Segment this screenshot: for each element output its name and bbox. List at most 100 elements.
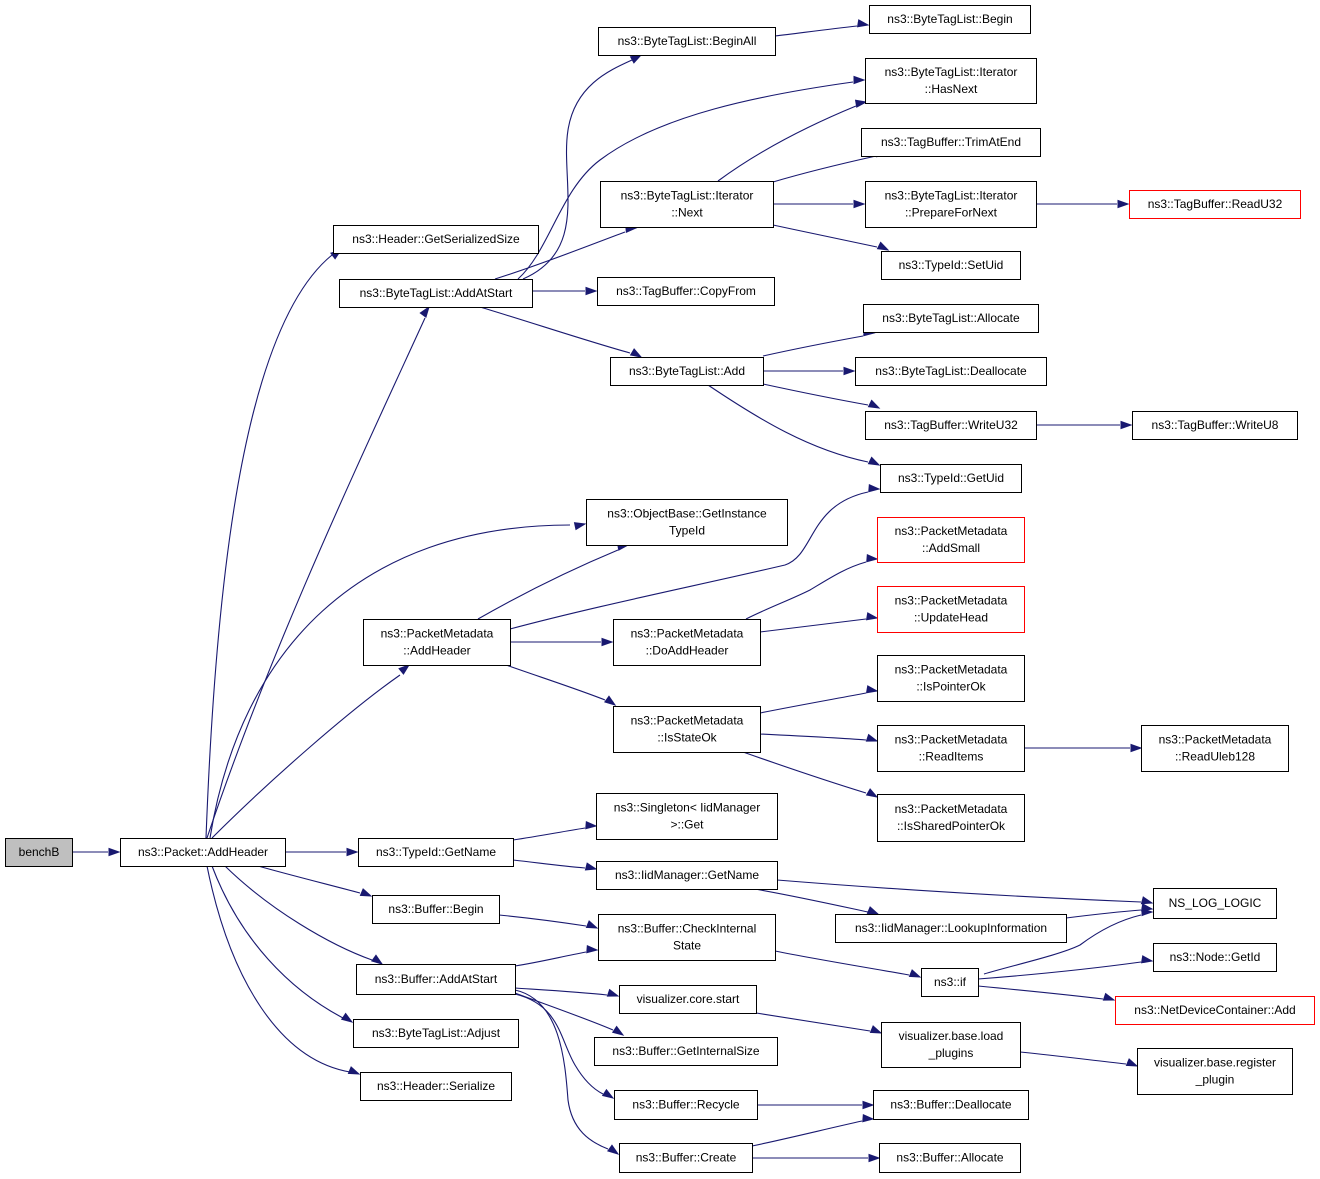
arrowhead-icon <box>629 348 643 358</box>
node-box <box>1115 996 1315 1025</box>
node-label: _plugin <box>1195 1073 1235 1087</box>
node-label: ::IsPointerOk <box>916 680 986 694</box>
node-pm_addsmall[interactable]: ns3::PacketMetadata::AddSmall <box>877 517 1025 563</box>
node-iidmanager_lookup[interactable]: ns3::IidManager::LookupInformation <box>835 914 1067 943</box>
arrowhead-icon <box>853 75 866 85</box>
node-label: ns3::TypeId::GetUid <box>898 471 1004 485</box>
arrowhead-icon <box>340 1012 354 1023</box>
node-iterator_hasnext[interactable]: ns3::ByteTagList::Iterator::HasNext <box>865 58 1037 104</box>
edge-pm_isstateok-to-pm_issharedpointerok <box>742 751 879 798</box>
node-singleton_get[interactable]: ns3::Singleton< IidManager>::Get <box>596 793 778 840</box>
node-pm_readuleb128[interactable]: ns3::PacketMetadata::ReadUleb128 <box>1141 725 1289 772</box>
arrowhead-icon <box>865 788 879 798</box>
node-buffer_allocate[interactable]: ns3::Buffer::Allocate <box>879 1143 1021 1173</box>
edge-packet_addheader-to-buffer_addatstart <box>224 865 384 965</box>
node-label: benchB <box>19 845 60 859</box>
edge-line <box>517 81 854 280</box>
node-label: State <box>673 939 701 953</box>
arrowhead-icon <box>573 522 587 531</box>
node-node_getid[interactable]: ns3::Node::GetId <box>1153 943 1277 972</box>
arrowhead-icon <box>1140 955 1154 964</box>
node-buffer_recycle[interactable]: ns3::Buffer::Recycle <box>614 1090 758 1120</box>
node-buffer_deallocate[interactable]: ns3::Buffer::Deallocate <box>873 1090 1029 1120</box>
node-bytetaglist_beginall[interactable]: ns3::ByteTagList::BeginAll <box>598 27 776 56</box>
node-buffer_create[interactable]: ns3::Buffer::Create <box>619 1143 753 1173</box>
node-tagbuffer_writeu8[interactable]: ns3::TagBuffer::WriteU8 <box>1132 411 1298 440</box>
edge-iterator_next-to-typeid_setuid <box>772 224 890 251</box>
node-label: visualizer.core.start <box>637 992 740 1006</box>
node-bytetaglist_adjust[interactable]: ns3::ByteTagList::Adjust <box>353 1019 519 1048</box>
node-pm_addheader[interactable]: ns3::PacketMetadata::AddHeader <box>363 619 511 666</box>
node-tagbuffer_trimatend[interactable]: ns3::TagBuffer::TrimAtEnd <box>861 128 1041 157</box>
node-box <box>598 27 776 56</box>
arrowhead-icon <box>869 1025 883 1034</box>
node-iterator_prepare[interactable]: ns3::ByteTagList::Iterator::PrepareForNe… <box>865 181 1037 228</box>
node-bytetaglist_add[interactable]: ns3::ByteTagList::Add <box>610 357 764 386</box>
node-ns3_if[interactable]: ns3::if <box>921 968 979 997</box>
edge-line <box>1065 909 1142 919</box>
edge-line <box>211 865 344 1019</box>
node-label: ns3::ByteTagList::Iterator <box>885 189 1018 203</box>
node-buffer_addatstart[interactable]: ns3::Buffer::AddAtStart <box>356 964 516 995</box>
edge-line <box>505 664 606 701</box>
node-typeid_setuid[interactable]: ns3::TypeId::SetUid <box>881 251 1021 280</box>
node-benchB[interactable]: benchB <box>5 838 73 867</box>
edge-bytetaglist_addatstart-to-tagbuffer_copyfrom <box>532 286 598 296</box>
arrowhead-icon <box>1130 743 1143 753</box>
node-pm_doaddheader[interactable]: ns3::PacketMetadata::DoAddHeader <box>613 619 761 666</box>
node-visualizer_base_register_plugin[interactable]: visualizer.base.register _plugin <box>1137 1048 1293 1095</box>
node-tagbuffer_copyfrom[interactable]: ns3::TagBuffer::CopyFrom <box>597 277 775 306</box>
arrowhead-icon <box>1117 199 1130 209</box>
node-box <box>865 411 1037 440</box>
node-pm_readitems[interactable]: ns3::PacketMetadata::ReadItems <box>877 725 1025 772</box>
arrowhead-icon <box>586 944 599 954</box>
arrowhead-icon <box>347 1066 361 1075</box>
node-visualizer_base_load_plugins[interactable]: visualizer.base.load_plugins <box>881 1022 1021 1068</box>
node-pm_issharedpointerok[interactable]: ns3::PacketMetadata::IsSharedPointerOk <box>877 794 1025 842</box>
node-header_getserializedsize[interactable]: ns3::Header::GetSerializedSize <box>333 225 539 254</box>
node-bytetaglist_addatstart[interactable]: ns3::ByteTagList::AddAtStart <box>339 279 533 308</box>
node-pm_updatehead[interactable]: ns3::PacketMetadata::UpdateHead <box>877 586 1025 633</box>
node-tagbuffer_writeu32[interactable]: ns3::TagBuffer::WriteU32 <box>865 411 1037 440</box>
edge-packet_addheader-to-buffer_begin <box>257 865 373 897</box>
node-iidmanager_getname[interactable]: ns3::IidManager::GetName <box>596 861 778 890</box>
node-label: ::ReadUleb128 <box>1175 750 1255 764</box>
edge-line <box>717 105 857 182</box>
edge-buffer_create-to-buffer_deallocate <box>751 1113 875 1147</box>
node-buffer_begin[interactable]: ns3::Buffer::Begin <box>372 895 500 924</box>
edge-pm_readitems-to-pm_readuleb128 <box>1024 743 1143 753</box>
node-typeid_getname[interactable]: ns3::TypeId::GetName <box>358 838 514 867</box>
edge-buffer_addatstart-to-buffer_recycle <box>514 993 615 1099</box>
node-netdevicecontainer_add[interactable]: ns3::NetDeviceContainer::Add <box>1115 996 1315 1025</box>
edge-line <box>762 335 864 357</box>
node-tagbuffer_readu32[interactable]: ns3::TagBuffer::ReadU32 <box>1129 190 1301 219</box>
node-label: ns3::Buffer::Recycle <box>632 1098 739 1112</box>
node-box <box>356 964 516 995</box>
node-box <box>333 225 539 254</box>
edge-line <box>257 865 361 894</box>
node-label: visualizer.base.register <box>1154 1056 1276 1070</box>
node-bytetaglist_deallocate[interactable]: ns3::ByteTagList::Deallocate <box>855 357 1047 386</box>
arrowhead-icon <box>854 99 868 108</box>
node-ns_log_logic[interactable]: NS_LOG_LOGIC <box>1153 888 1277 919</box>
arrowhead-icon <box>865 685 879 694</box>
node-box <box>865 181 1037 228</box>
node-bytetaglist_allocate[interactable]: ns3::ByteTagList::Allocate <box>863 304 1039 333</box>
node-box <box>835 914 1067 943</box>
node-iterator_next[interactable]: ns3::ByteTagList::Iterator::Next <box>600 181 774 228</box>
edge-packet_addheader-to-bytetaglist_addatstart <box>206 305 430 839</box>
node-label: ::DoAddHeader <box>646 644 729 658</box>
node-buffer_getinternalsize[interactable]: ns3::Buffer::GetInternalSize <box>594 1037 778 1066</box>
node-pm_isstateok[interactable]: ns3::PacketMetadata::IsStateOk <box>613 706 761 753</box>
edge-typeid_getname-to-iidmanager_getname <box>512 859 598 871</box>
node-label: ::UpdateHead <box>914 611 988 625</box>
node-packet_addheader[interactable]: ns3::Packet::AddHeader <box>120 838 286 867</box>
node-label: _plugins <box>928 1046 974 1060</box>
node-header_serialize[interactable]: ns3::Header::Serialize <box>360 1072 512 1101</box>
node-visualizer_core_start[interactable]: visualizer.core.start <box>619 985 757 1014</box>
node-bytetaglist_begin[interactable]: ns3::ByteTagList::Begin <box>869 5 1031 34</box>
node-typeid_getuid[interactable]: ns3::TypeId::GetUid <box>880 464 1022 493</box>
node-pm_ispointerok[interactable]: ns3::PacketMetadata::IsPointerOk <box>877 655 1025 702</box>
